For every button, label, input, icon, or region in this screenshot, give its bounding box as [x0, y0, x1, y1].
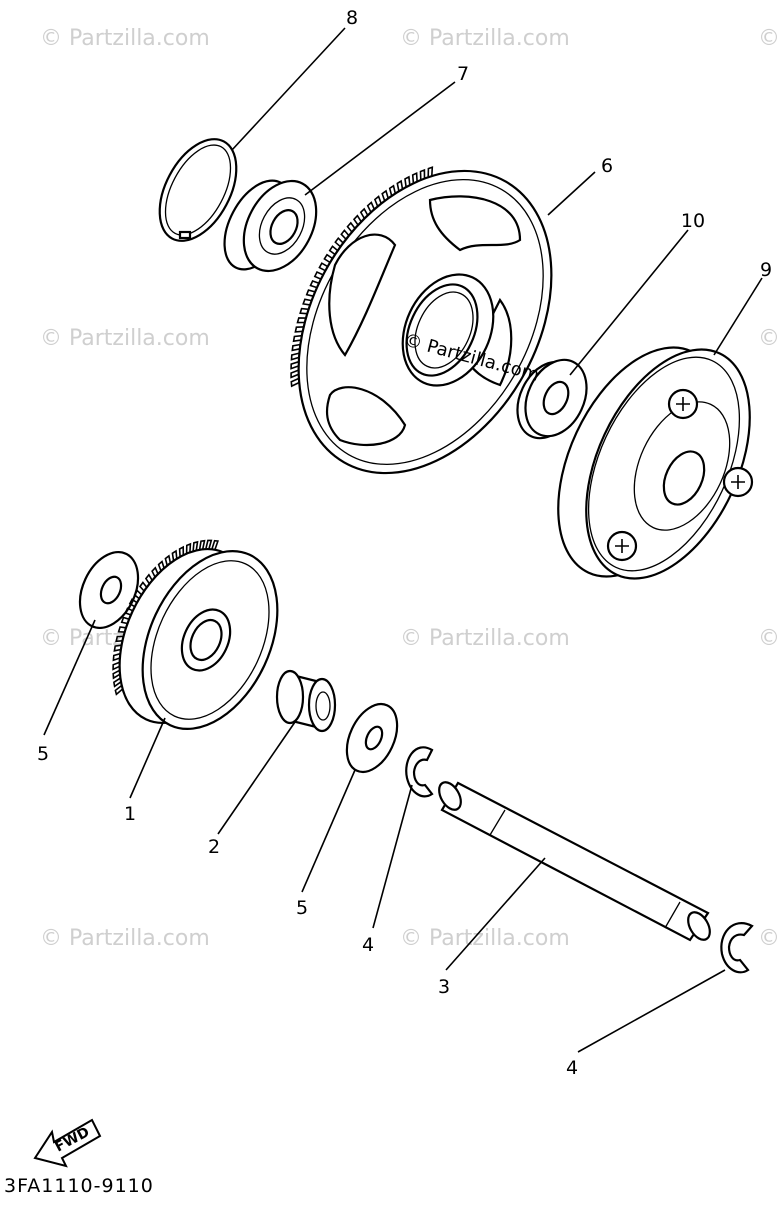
part-3-shaft	[438, 781, 711, 942]
callout-5-upper: 5	[37, 743, 49, 765]
drawing-code: 3FA1110-9110	[4, 1175, 154, 1197]
part-9-starter-clutch	[557, 346, 754, 580]
part-8-circlip	[158, 138, 238, 242]
idle-gear-teeth	[112, 539, 219, 696]
fwd-arrow-icon: FWD	[33, 1118, 102, 1168]
callout-4-lower: 4	[566, 1057, 578, 1079]
callout-6: 6	[601, 155, 613, 177]
watermark-text: © Partzilla.com	[400, 926, 570, 951]
part-4-circlip-upper	[405, 746, 434, 798]
callout-7: 7	[457, 63, 469, 85]
gear-teeth-edge	[290, 166, 434, 388]
callout-2: 2	[208, 836, 220, 858]
part-1-idle-gear	[112, 539, 279, 730]
watermark-text: © Partzilla.com	[40, 26, 210, 51]
callout-8: 8	[346, 7, 358, 29]
callout-3: 3	[438, 976, 450, 998]
part-7-bearing	[223, 179, 318, 273]
callout-labels: 8 7 6 10 9 5 1 2 5 4 3 4	[37, 7, 772, 1079]
watermark-text: © Partzilla.com	[400, 626, 570, 651]
watermark-symbol: ©	[758, 626, 780, 651]
part-4-circlip-lower	[720, 922, 754, 974]
callout-10: 10	[681, 210, 705, 232]
watermark-symbol: ©	[758, 26, 780, 51]
part-10-washer	[516, 358, 588, 440]
callout-9: 9	[760, 259, 772, 281]
part-6-starter-wheel-gear	[290, 166, 553, 475]
part-5-washer-lower	[345, 702, 399, 774]
watermark-text: © Partzilla.com	[400, 26, 570, 51]
watermark-text: © Partzilla.com	[40, 326, 210, 351]
watermark-text: © Partzilla.com	[40, 926, 210, 951]
part-5-washer-upper	[78, 551, 140, 629]
leader-lines	[43, 27, 763, 1053]
callout-1: 1	[124, 803, 136, 825]
watermark-symbol: ©	[758, 926, 780, 951]
callout-4-upper: 4	[362, 934, 374, 956]
part-2-needle-bearing	[275, 669, 337, 733]
watermark-symbol: ©	[758, 326, 780, 351]
callout-5-lower: 5	[296, 897, 308, 919]
